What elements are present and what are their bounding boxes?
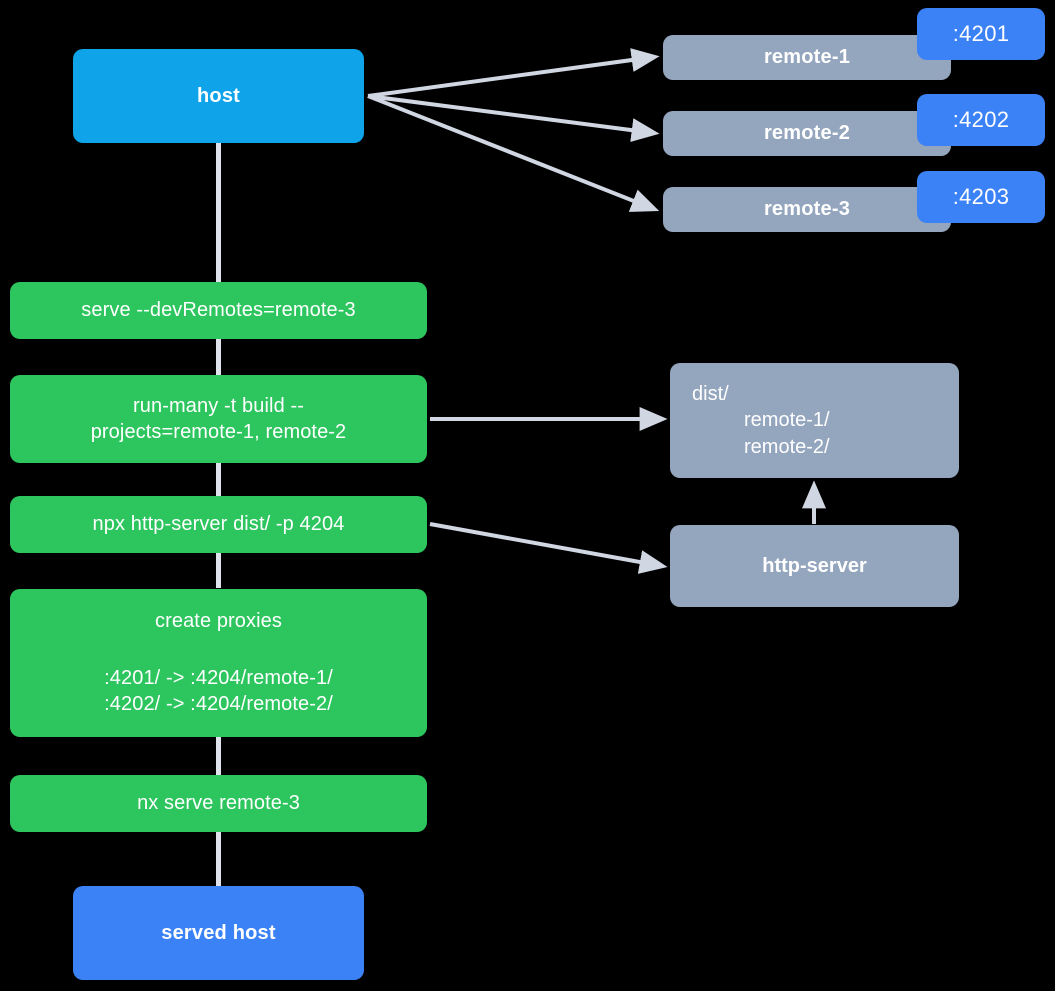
badge-remote-1-port: :4201	[917, 8, 1045, 60]
node-served-host-label: served host	[161, 921, 276, 944]
node-task-create-proxies[interactable]: create proxies :4201/ -> :4204/remote-1/…	[10, 589, 427, 737]
node-task-create-proxies-title: create proxies	[154, 610, 282, 633]
node-host[interactable]: host	[73, 49, 364, 143]
node-dist-root-label: dist/	[692, 382, 729, 405]
connector-host-to-serve	[216, 140, 221, 285]
connector-proxies-to-nxserve	[216, 735, 221, 775]
badge-remote-3-port: :4203	[917, 171, 1045, 223]
node-task-serve[interactable]: serve --devRemotes=remote-3	[10, 282, 427, 339]
node-remote-1[interactable]: remote-1	[663, 35, 951, 80]
node-remote-2-label: remote-2	[763, 122, 851, 145]
badge-remote-2-port: :4202	[917, 94, 1045, 146]
node-http-server-service-label: http-server	[762, 554, 867, 577]
node-remote-1-label: remote-1	[763, 46, 851, 69]
node-task-nx-serve-label: nx serve remote-3	[137, 792, 300, 815]
node-task-serve-label: serve --devRemotes=remote-3	[81, 299, 356, 322]
edge-httpservercmd-httpserver	[429, 522, 668, 574]
connector-serve-to-runmany	[216, 338, 221, 378]
node-task-create-proxies-mappings: :4201/ -> :4204/remote-1/ :4202/ -> :420…	[104, 666, 333, 716]
node-task-run-many[interactable]: run-many -t build -- projects=remote-1, …	[10, 375, 427, 463]
edge-host-remote-2	[367, 94, 660, 143]
node-task-nx-serve[interactable]: nx serve remote-3	[10, 775, 427, 832]
badge-remote-3-port-label: :4203	[952, 184, 1010, 209]
node-http-server-service[interactable]: http-server	[670, 525, 959, 607]
edge-host-remote-3	[367, 94, 660, 212]
node-dist-child-remote-1: remote-1/	[744, 409, 830, 432]
node-served-host[interactable]: served host	[73, 886, 364, 980]
node-task-http-server-cmd-label: npx http-server dist/ -p 4204	[92, 513, 345, 536]
node-remote-2[interactable]: remote-2	[663, 111, 951, 156]
node-dist-child-remote-2: remote-2/	[744, 435, 830, 458]
node-remote-3[interactable]: remote-3	[663, 187, 951, 232]
badge-remote-2-port-label: :4202	[952, 107, 1010, 132]
node-remote-3-label: remote-3	[763, 198, 851, 221]
node-task-create-proxies-content: create proxies :4201/ -> :4204/remote-1/…	[10, 608, 427, 717]
node-task-run-many-label: run-many -t build -- projects=remote-1, …	[90, 394, 347, 443]
node-host-label: host	[196, 84, 241, 107]
connector-httpserver-to-proxies	[216, 548, 221, 588]
connector-runmany-to-httpserver	[216, 460, 221, 500]
connector-nxserve-to-servedhost	[216, 830, 221, 886]
edge-host-remote-1	[367, 48, 660, 98]
node-dist-artifact[interactable]: dist/ remote-1/ remote-2/	[670, 363, 959, 478]
node-task-http-server-cmd[interactable]: npx http-server dist/ -p 4204	[10, 496, 427, 553]
badge-remote-1-port-label: :4201	[952, 21, 1010, 46]
